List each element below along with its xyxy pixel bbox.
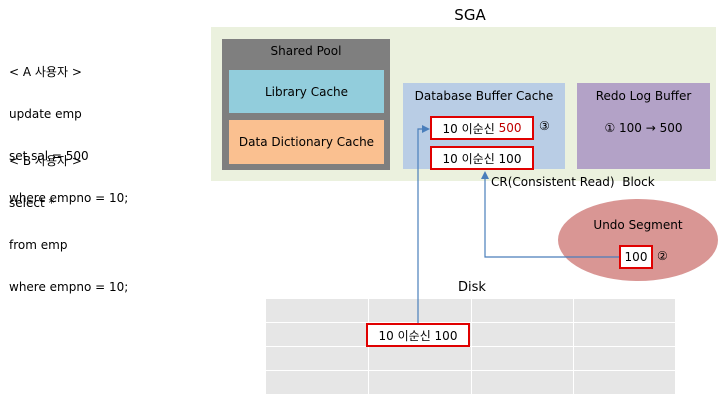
user-a-header: < A 사용자 > xyxy=(9,65,82,79)
disk-block: 10 이순신 100 xyxy=(366,323,470,347)
library-cache: Library Cache xyxy=(229,70,384,113)
disk-cell xyxy=(574,371,676,395)
cr-block: 10 이순신 100 xyxy=(430,146,534,170)
step-3-marker: ③ xyxy=(539,119,550,133)
user-a-line-3: where empno = 10; xyxy=(9,191,129,205)
redo-log-entry: ① 100 → 500 xyxy=(604,121,683,135)
disk-cell xyxy=(574,323,676,347)
disk-cell xyxy=(472,299,574,323)
disk-label: Disk xyxy=(458,280,486,295)
cr-block-label: CR(Consistent Read) Block xyxy=(491,175,655,189)
disk-grid xyxy=(266,299,676,395)
undo-segment-title: Undo Segment xyxy=(593,218,683,232)
sga-title: SGA xyxy=(454,6,486,24)
undo-value-box: 100 xyxy=(619,245,653,269)
shared-pool-title: Shared Pool xyxy=(270,44,342,58)
step-2-marker: ② xyxy=(657,249,668,263)
disk-cell xyxy=(266,371,369,395)
disk-cell xyxy=(574,347,676,371)
disk-cell xyxy=(472,347,574,371)
user-a-sql: < A 사용자 > update emp set sal = 500 where… xyxy=(9,37,128,219)
current-block-value: 500 xyxy=(498,121,522,135)
redo-log-buffer-title: Redo Log Buffer xyxy=(595,89,692,103)
disk-cell xyxy=(472,323,574,347)
redo-log-buffer: Redo Log Buffer ① 100 → 500 xyxy=(577,83,710,169)
user-b-header: < B 사용자 > xyxy=(9,154,82,168)
current-block: 10 이순신 500 xyxy=(430,116,534,140)
user-b-sql: < B 사용자 > select * from emp where empno … xyxy=(9,126,128,308)
disk-cell xyxy=(574,299,676,323)
current-block-prefix: 10 이순신 xyxy=(442,121,499,136)
disk-cell xyxy=(472,371,574,395)
disk-cell xyxy=(369,347,472,371)
disk-block-text: 10 이순신 100 xyxy=(378,328,458,343)
disk-cell xyxy=(266,347,369,371)
disk-cell xyxy=(369,371,472,395)
disk-cell xyxy=(266,323,369,347)
disk-cell xyxy=(369,299,472,323)
user-b-line-3: where empno = 10; xyxy=(9,280,129,294)
user-a-line-2: set sal = 500 xyxy=(9,149,89,163)
disk-cell xyxy=(266,299,369,323)
user-b-line-1: select * xyxy=(9,196,55,210)
user-a-line-1: update emp xyxy=(9,107,82,121)
undo-value: 100 xyxy=(624,250,648,264)
cr-block-text: 10 이순신 100 xyxy=(442,151,522,166)
buffer-cache-title: Database Buffer Cache xyxy=(414,89,554,103)
data-dictionary-cache: Data Dictionary Cache xyxy=(229,120,384,164)
user-b-line-2: from emp xyxy=(9,238,68,252)
